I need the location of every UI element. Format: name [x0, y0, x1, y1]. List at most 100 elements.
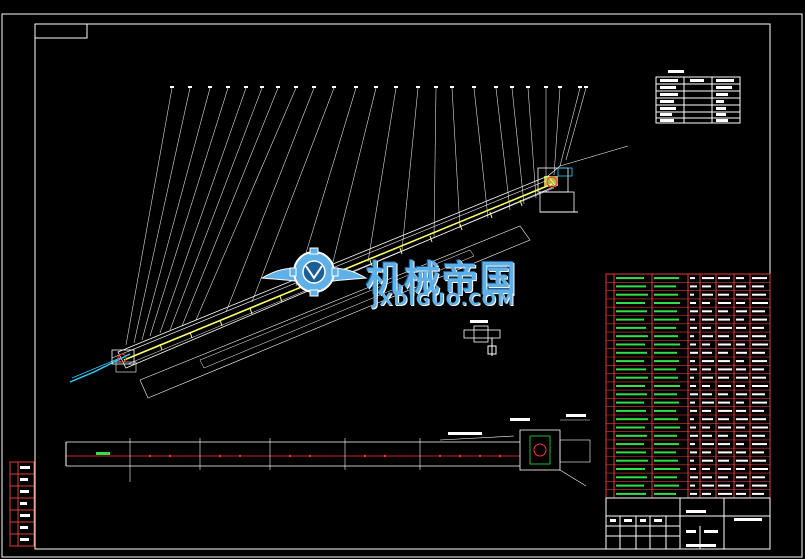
bom-cell-mark: [702, 492, 711, 495]
bom-cell-mark: [702, 285, 711, 288]
bom-cell-mark: [702, 335, 713, 338]
bom-cell-mark: [752, 434, 765, 437]
bom-cell-mark: [690, 310, 698, 313]
bom-cell-mark: [690, 492, 697, 495]
bom-cell-mark: [752, 310, 765, 313]
bom-cell-mark: [752, 385, 768, 387]
bom-cell-mark: [702, 451, 711, 454]
watermark-logo-emblem: [260, 247, 368, 297]
bom-cell-mark: [718, 492, 732, 495]
bom-cell-mark: [616, 484, 644, 487]
bom-cell-mark: [690, 302, 696, 304]
bom-cell-mark: [736, 409, 746, 412]
bom-cell-mark: [736, 401, 744, 404]
bom-cell-mark: [616, 385, 645, 387]
bom-cell-mark: [616, 376, 648, 379]
bom-cell-mark: [702, 434, 712, 437]
bom-cell-mark: [752, 360, 767, 363]
bom-cell-mark: [690, 277, 695, 280]
bom-cell-mark: [702, 360, 714, 363]
bom-cell-mark: [702, 351, 712, 354]
bom-cell-mark: [718, 443, 730, 446]
bom-cell-mark: [752, 351, 765, 354]
bom-cell-mark: [654, 409, 676, 412]
bom-cell-mark: [718, 277, 730, 280]
bom-cell-mark: [736, 302, 745, 304]
bom-cell-mark: [736, 484, 744, 487]
leader-lines: [125, 87, 587, 346]
bom-cell-mark: [654, 451, 676, 454]
drive-head-station: [537, 167, 578, 213]
bom-cell-mark: [616, 302, 645, 304]
bom-cell-mark: [690, 434, 698, 437]
bom-cell-mark: [690, 293, 694, 296]
bom-cell-mark: [654, 443, 679, 446]
bom-cell-mark: [654, 318, 679, 321]
bom-cell-mark: [702, 302, 710, 304]
bom-cell-mark: [690, 351, 698, 354]
bom-cell-mark: [702, 277, 714, 280]
bom-cell-mark: [702, 426, 710, 429]
bom-cell-mark: [718, 459, 729, 462]
bom-cell-mark: [654, 459, 678, 462]
bom-cell-mark: [736, 426, 745, 429]
bom-cell-mark: [690, 318, 695, 321]
bom-cell-mark: [616, 443, 644, 446]
bom-cell-mark: [654, 335, 678, 338]
bom-cell-mark: [616, 360, 644, 363]
bom-cell-mark: [752, 418, 766, 421]
sheet-outer-frame: [1, 13, 803, 558]
bom-cell-mark: [654, 343, 680, 346]
bom-cell-mark: [702, 385, 710, 387]
bom-cell-mark: [752, 293, 766, 296]
bom-cell-mark: [690, 368, 697, 371]
bom-cell-mark: [736, 476, 747, 479]
bom-cell-mark: [718, 393, 728, 396]
bom-cell-mark: [736, 434, 747, 437]
bom-cell-mark: [752, 326, 764, 329]
bom-cell-mark: [690, 451, 697, 454]
bom-cell-mark: [736, 492, 746, 495]
bom-cell-mark: [654, 468, 680, 470]
plan-view-conveyor: [65, 414, 591, 487]
bom-cell-mark: [736, 360, 744, 363]
cross-section-detail: [463, 320, 501, 356]
bom-cell-mark: [616, 426, 645, 429]
bom-cell-mark: [654, 418, 678, 421]
bom-cell-mark: [752, 476, 765, 479]
bom-cell-mark: [616, 401, 644, 404]
bom-cell-mark: [736, 326, 746, 329]
bom-cell-mark: [702, 318, 714, 321]
bom-cell-mark: [702, 326, 711, 329]
watermark-brand-cn: 机械帝国: [366, 259, 519, 300]
bom-cell-mark: [752, 451, 764, 454]
technical-parameters-table: [655, 70, 741, 124]
bom-cell-mark: [654, 285, 676, 288]
bom-cell-mark: [616, 476, 647, 479]
bom-cell-mark: [718, 285, 732, 288]
bom-cell-mark: [690, 468, 696, 470]
bom-cell-mark: [616, 468, 645, 470]
bom-cell-mark: [616, 326, 646, 329]
bom-cell-mark: [736, 277, 744, 280]
bom-cell-mark: [718, 310, 728, 313]
bom-cell-mark: [718, 351, 728, 354]
bom-cell-mark: [752, 409, 764, 412]
bom-cell-mark: [736, 318, 744, 321]
bom-cell-mark: [702, 401, 714, 404]
bom-cell-mark: [718, 476, 728, 479]
bom-cell-mark: [616, 318, 644, 321]
tail-station: [69, 349, 137, 383]
bom-cell-mark: [702, 393, 712, 396]
bom-cell-mark: [718, 302, 731, 304]
plan-view-dots: [148, 454, 502, 458]
bom-cell-mark: [654, 492, 676, 495]
bom-cell-mark: [702, 343, 710, 346]
bom-cell-mark: [736, 451, 746, 454]
bom-cell-mark: [616, 409, 646, 412]
bom-cell-mark: [654, 326, 676, 329]
bom-cell-mark: [702, 443, 714, 446]
bom-cell-mark: [690, 285, 697, 288]
bom-cell-mark: [752, 393, 765, 396]
